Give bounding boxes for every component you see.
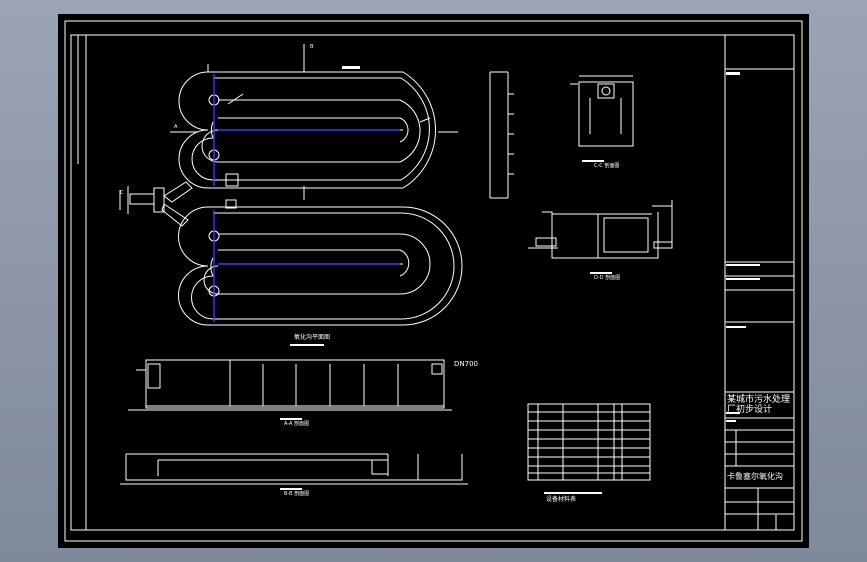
section-cc-caption: C-C 剖面图 (594, 163, 620, 169)
section-dd-caption: D-D 剖面图 (594, 275, 621, 281)
side-elevation (489, 71, 514, 199)
ditch-upper (178, 44, 436, 189)
pipe-label: DN700 (454, 360, 478, 368)
inner-frame (70, 34, 795, 531)
section-marker-a: A (174, 124, 178, 130)
section-aa-caption: A-A 剖面图 (284, 421, 310, 427)
section-marker-b: B (310, 44, 314, 50)
drawing-sheet: 氧化沟平面图 A-A 剖面图 B-B 剖面图 C-C 剖面图 D-D 剖面图 D… (58, 14, 809, 548)
section-marker-c: C (120, 190, 124, 196)
plan-caption: 氧化沟平面图 (294, 334, 331, 341)
section-bb-caption: B-B 剖面图 (284, 491, 310, 497)
detail-plan (570, 75, 634, 147)
detail-section (528, 200, 673, 259)
table-caption: 设备材料表 (546, 496, 577, 503)
inlet-structure (119, 173, 239, 227)
section-aa (128, 359, 452, 411)
section-bb (120, 453, 468, 485)
title-block (724, 35, 794, 530)
project-name: 某城市污水处理厂初步设计 (727, 395, 791, 415)
drawing-name: 卡鲁塞尔氧化沟 (727, 472, 783, 481)
outer-frame (64, 20, 803, 542)
annotation-ticks (280, 66, 760, 494)
pipes (213, 74, 400, 322)
drawing-canvas (64, 20, 803, 542)
ditch-lower (178, 206, 463, 326)
equipment-table (527, 403, 651, 481)
